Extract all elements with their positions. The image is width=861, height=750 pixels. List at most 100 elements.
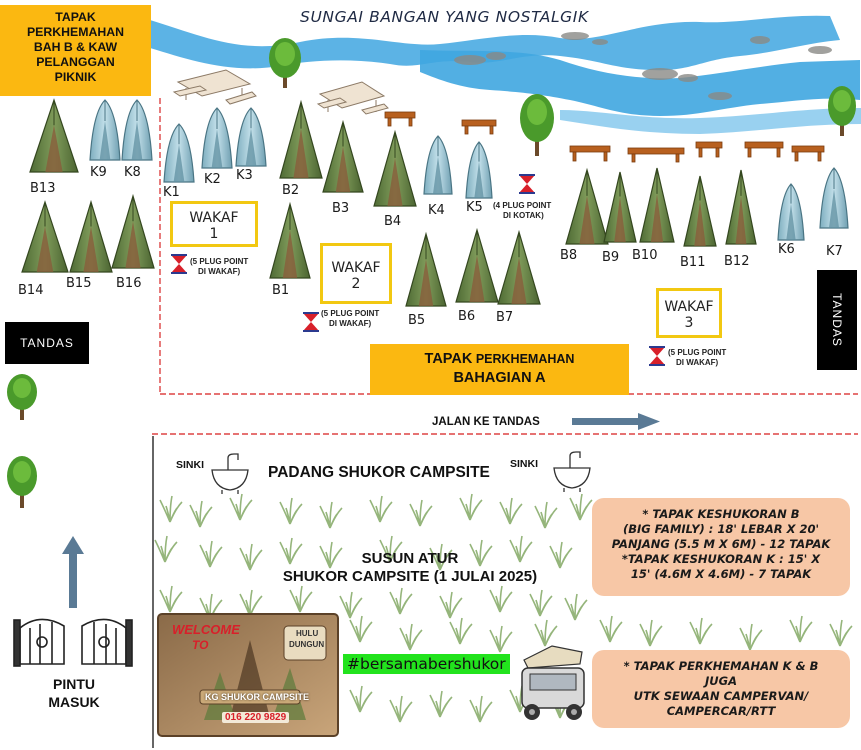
welcome-sign-phone[interactable]: 016 220 9829 [222, 712, 290, 723]
tree-icon [520, 94, 554, 156]
tent-b7[interactable] [497, 229, 541, 305]
wakaf-3[interactable]: WAKAF 3 [656, 288, 722, 338]
grass-tuft [469, 539, 493, 567]
tent-b3[interactable] [322, 119, 364, 193]
tent-k1[interactable] [163, 123, 195, 183]
grass-tuft [549, 541, 573, 569]
note-line: PANJANG (5.5 M X 6M) - 12 TAPAK [611, 537, 831, 551]
tent-label-b15: B15 [66, 276, 92, 291]
tent-b5[interactable] [405, 231, 447, 307]
tent-b10[interactable] [639, 167, 675, 243]
grass-tuft [569, 493, 593, 521]
tent-b11[interactable] [683, 175, 717, 247]
note-line: UTK SEWAAN CAMPERVAN/ [633, 689, 809, 703]
tree-icon [269, 38, 301, 88]
tent-k7[interactable] [819, 167, 849, 229]
tent-b2[interactable] [279, 99, 323, 179]
picnic-table-icon [316, 81, 389, 115]
tent-k5[interactable] [465, 141, 493, 199]
tent-b15[interactable] [69, 199, 113, 273]
grass-tuft [449, 617, 473, 645]
grass-tuft [399, 623, 423, 651]
plug-label-line: DI WAKAF) [676, 358, 719, 367]
river-title: SUNGAI BANGAN YANG NOSTALGIK [300, 8, 590, 26]
tent-door [614, 196, 626, 242]
tent-b8[interactable] [565, 167, 609, 245]
grass-tuft [319, 501, 343, 529]
tent-k3[interactable] [235, 107, 267, 167]
susun-atur-title: SUSUN ATUR SHUKOR CAMPSITE (1 JULAI 2025… [260, 550, 560, 586]
grass-tuft [459, 493, 483, 521]
grass-tuft [829, 619, 853, 647]
grass-tuft [564, 593, 588, 621]
grass-tuft [189, 500, 213, 528]
wakaf-3-name: WAKAF [664, 299, 714, 315]
plug-label-line: (5 PLUG POINT [190, 257, 249, 266]
susun-atur-line2: SHUKOR CAMPSITE (1 JULAI 2025) [282, 568, 538, 585]
wakaf-1-number: 1 [209, 226, 219, 242]
tent-door [99, 121, 111, 160]
note-line: (BIG FAMILY) : 18' LEBAR X 20' [622, 522, 820, 536]
wakaf-3-number: 3 [684, 315, 694, 331]
tent-b4[interactable] [373, 129, 417, 207]
welcome-sign-hulu: HULU [296, 629, 319, 638]
tent-b14[interactable] [21, 200, 69, 273]
tent-door [650, 193, 664, 242]
tent-door [432, 156, 444, 194]
grass-tuft [429, 690, 453, 718]
plug-point-icon [303, 312, 319, 332]
tent-label-k5: K5 [466, 200, 483, 215]
padang-label: PADANG SHUKOR CAMPSITE [268, 464, 490, 481]
tent-door [469, 255, 485, 302]
tent-label-b12: B12 [724, 254, 750, 269]
tent-k8[interactable] [121, 99, 153, 161]
grass-tuft [239, 589, 263, 617]
plug-label-wakaf-2: (5 PLUG POINT DI WAKAF) [321, 309, 379, 329]
tent-label-b14: B14 [18, 283, 44, 298]
tandas-sign-left: TANDAS [5, 322, 89, 364]
tent-label-k2: K2 [204, 172, 221, 187]
tent-b13[interactable] [29, 98, 79, 173]
tent-label-k7: K7 [826, 244, 843, 259]
grass-tuft [289, 585, 313, 613]
tent-b9[interactable] [603, 171, 637, 243]
plug-label-line: (5 PLUG POINT [321, 309, 380, 318]
plug-label-line: DI WAKAF) [198, 267, 241, 276]
tent-label-k8: K8 [124, 165, 141, 180]
tent-b1[interactable] [269, 201, 311, 279]
tent-k4[interactable] [423, 135, 453, 195]
tent-label-b3: B3 [332, 201, 350, 216]
tent-label-b8: B8 [560, 248, 578, 263]
tent-b12[interactable] [725, 169, 757, 245]
grass-tuft [229, 493, 253, 521]
tent-door [474, 161, 484, 198]
tent-label-k3: K3 [236, 168, 253, 183]
tent-label-b4: B4 [384, 214, 402, 229]
jalan-ke-tandas-label: JALAN KE TANDAS [432, 416, 540, 428]
tree-icon [7, 374, 37, 420]
tent-label-b7: B7 [496, 310, 514, 325]
plug-label-line: (4 PLUG POINT [493, 201, 552, 210]
tent-k9[interactable] [89, 99, 121, 161]
tent-door [36, 226, 54, 272]
zone-bahagian-a-tapak: TAPAK [424, 351, 473, 367]
plug-label-line: DI KOTAK) [503, 211, 544, 220]
wakaf-1[interactable]: WAKAF 1 [170, 201, 258, 247]
sink-icon [553, 451, 591, 492]
tent-label-b5: B5 [408, 313, 426, 328]
tent-label-b2: B2 [282, 183, 300, 198]
tent-k6[interactable] [777, 183, 805, 241]
tent-door [83, 226, 99, 272]
wakaf-2[interactable]: WAKAF 2 [320, 243, 392, 304]
top-left-zone-line: BAH B & KAW [33, 40, 118, 54]
plug-label-line: DI WAKAF) [329, 319, 372, 328]
sinki-left-label: SINKI [176, 459, 205, 471]
tent-label-k6: K6 [778, 242, 795, 257]
tent-b16[interactable] [111, 193, 155, 269]
plug-point-icon [519, 174, 535, 194]
grass-tuft [319, 541, 343, 569]
tent-b6[interactable] [455, 227, 499, 303]
tent-door [211, 129, 223, 168]
tent-k2[interactable] [201, 107, 233, 169]
tree-icon [7, 456, 37, 508]
